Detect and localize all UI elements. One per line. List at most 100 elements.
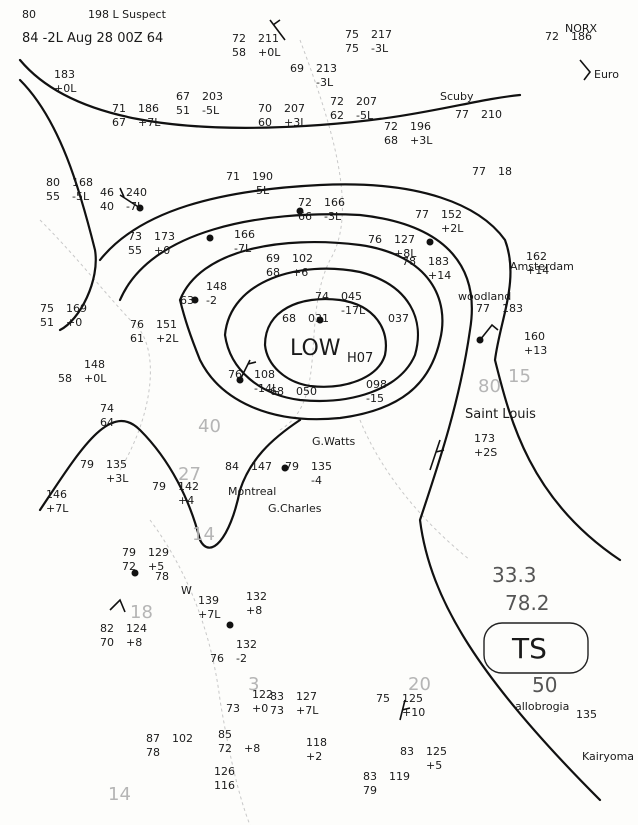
station-s37: 173+2S: [474, 432, 497, 459]
place-montreal: Montreal: [228, 485, 276, 498]
place-names: Montreal G.Charles G.Watts Saint Louis A…: [228, 22, 634, 763]
station-tendency: +8: [126, 636, 142, 649]
station-tendency: +0L: [258, 46, 281, 59]
station-temp: 75: [345, 28, 359, 41]
title-line-3: 84 -2L Aug 28 00Z 64: [22, 31, 163, 46]
storm-info: 33.3 78.2 TS 50: [483, 563, 589, 697]
station-pressure: 118: [306, 736, 327, 749]
place-g-watts: G.Watts: [312, 435, 356, 448]
station-pressure: 186: [571, 30, 592, 43]
station-pressure: 210: [481, 108, 502, 121]
station-s53: 118+2: [306, 736, 327, 763]
station-dewpoint: 64: [100, 416, 114, 429]
station-pressure: 207: [284, 102, 305, 115]
station-tendency: +4: [178, 494, 194, 507]
coastlines: [39, 39, 471, 825]
station-pressure: 127: [296, 690, 317, 703]
station-tendency: -5L: [252, 184, 270, 197]
station-s46: 132+8: [246, 590, 267, 617]
station-temp: 78: [402, 255, 416, 268]
station-pressure: 129: [148, 546, 169, 559]
station-tendency: +2: [306, 750, 322, 763]
station-temp: 76: [228, 368, 242, 381]
station-temp: 67: [176, 90, 190, 103]
station-tendency: -5L: [356, 109, 374, 122]
station-s32: 160+13: [524, 330, 547, 357]
station-s23: 162+14: [526, 250, 549, 277]
station-tendency: -4: [311, 474, 322, 487]
station-temp: 77: [455, 108, 469, 121]
station-temp: 70: [258, 102, 272, 115]
station-dewpoint: 55: [128, 244, 142, 257]
station-pressure: 240: [126, 186, 147, 199]
station-s29: 037: [388, 312, 409, 325]
pencil-marks: 80 15 40 27 14 18 3 20 14: [108, 366, 531, 805]
station-temp: 83: [270, 690, 284, 703]
station-s45: 139+7L: [198, 594, 221, 621]
isobars: [18, 58, 622, 802]
station-temp: 79: [122, 546, 136, 559]
place-scuby: Scuby: [440, 90, 474, 103]
station-temp: 84: [225, 460, 239, 473]
pencil-14: 14: [192, 524, 215, 545]
station-temp: 68: [282, 312, 296, 325]
station-temp: 46: [100, 186, 114, 199]
station-temp: 80: [46, 176, 60, 189]
station-symbols: [109, 19, 592, 721]
station-s56: 135: [576, 708, 597, 721]
station-tendency: -7L: [126, 200, 144, 213]
station-tendency: +0L: [54, 82, 77, 95]
station-dewpoint: 72: [122, 560, 136, 573]
station-temp: 77: [472, 165, 486, 178]
station-s13: 46 240 40 -7L: [100, 186, 147, 213]
station-tendency: +7L: [46, 502, 69, 515]
station-pressure: 173: [154, 230, 175, 243]
station-temp: 72: [545, 30, 559, 43]
station-tendency: +2L: [156, 332, 179, 345]
station-pressure: 098: [366, 378, 387, 391]
station-pressure: 142: [178, 480, 199, 493]
station-tendency: +3L: [410, 134, 433, 147]
station-pressure: 169: [66, 302, 87, 315]
station-tendency: +10: [402, 706, 425, 719]
station-pressure: 126: [214, 765, 235, 778]
station-pressure: 18: [498, 165, 512, 178]
station-dewpoint: 51: [176, 104, 190, 117]
station-dewpoint: 40: [100, 200, 114, 213]
station-temp: 69: [266, 252, 280, 265]
station-tendency: -7L: [234, 242, 252, 255]
station-tendency: +14: [526, 264, 549, 277]
station-pressure: 135: [106, 458, 127, 471]
station-tendency: +13: [524, 344, 547, 357]
station-pressure: 108: [254, 368, 275, 381]
station-tendency: +0: [154, 244, 170, 257]
station-pressure: 122: [252, 688, 273, 701]
pencil-18: 18: [130, 602, 153, 623]
station-pressure: 151: [156, 318, 177, 331]
station-pressure: 148: [206, 280, 227, 293]
station-pressure: 183: [54, 68, 75, 81]
station-tendency: -5L: [202, 104, 220, 117]
station-pressure: 119: [389, 770, 410, 783]
storm-class-box: [483, 622, 589, 674]
station-pressure: 166: [324, 196, 345, 209]
storm-below: 50: [532, 673, 557, 697]
station-pressure: 132: [236, 638, 257, 651]
station-temp: 76: [130, 318, 144, 331]
station-pressure: 186: [138, 102, 159, 115]
station-dewpoint: 73: [270, 704, 284, 717]
station-dewpoint: 60: [258, 116, 272, 129]
station-pressure: 190: [252, 170, 273, 183]
